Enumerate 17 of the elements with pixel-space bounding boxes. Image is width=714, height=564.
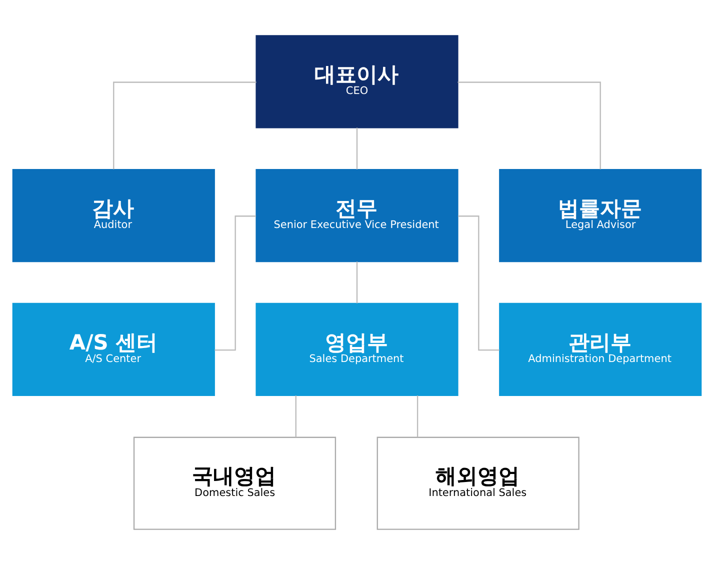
connector [416, 395, 418, 437]
connector [356, 127, 358, 169]
node-box: 전무 Senior Executive Vice President [256, 168, 458, 262]
connector [295, 395, 296, 437]
connector [113, 81, 256, 169]
node-box: 관리부 Administration Department [499, 302, 702, 396]
node-box: 법률자문 Legal Advisor [499, 168, 702, 262]
node-box: 감사 Auditor [12, 168, 215, 262]
connector [458, 81, 601, 169]
node-box: A/S 센터 A/S Center [12, 302, 215, 396]
node-box: 해외영업 International Sales [376, 436, 580, 530]
node-box: 영업부 Sales Department [256, 302, 458, 396]
node-box: 대표이사 CEO [256, 34, 458, 128]
connector [214, 215, 256, 350]
node-box: 국내영업 Domestic Sales [133, 436, 336, 530]
connector [356, 261, 358, 303]
connector [458, 215, 500, 350]
